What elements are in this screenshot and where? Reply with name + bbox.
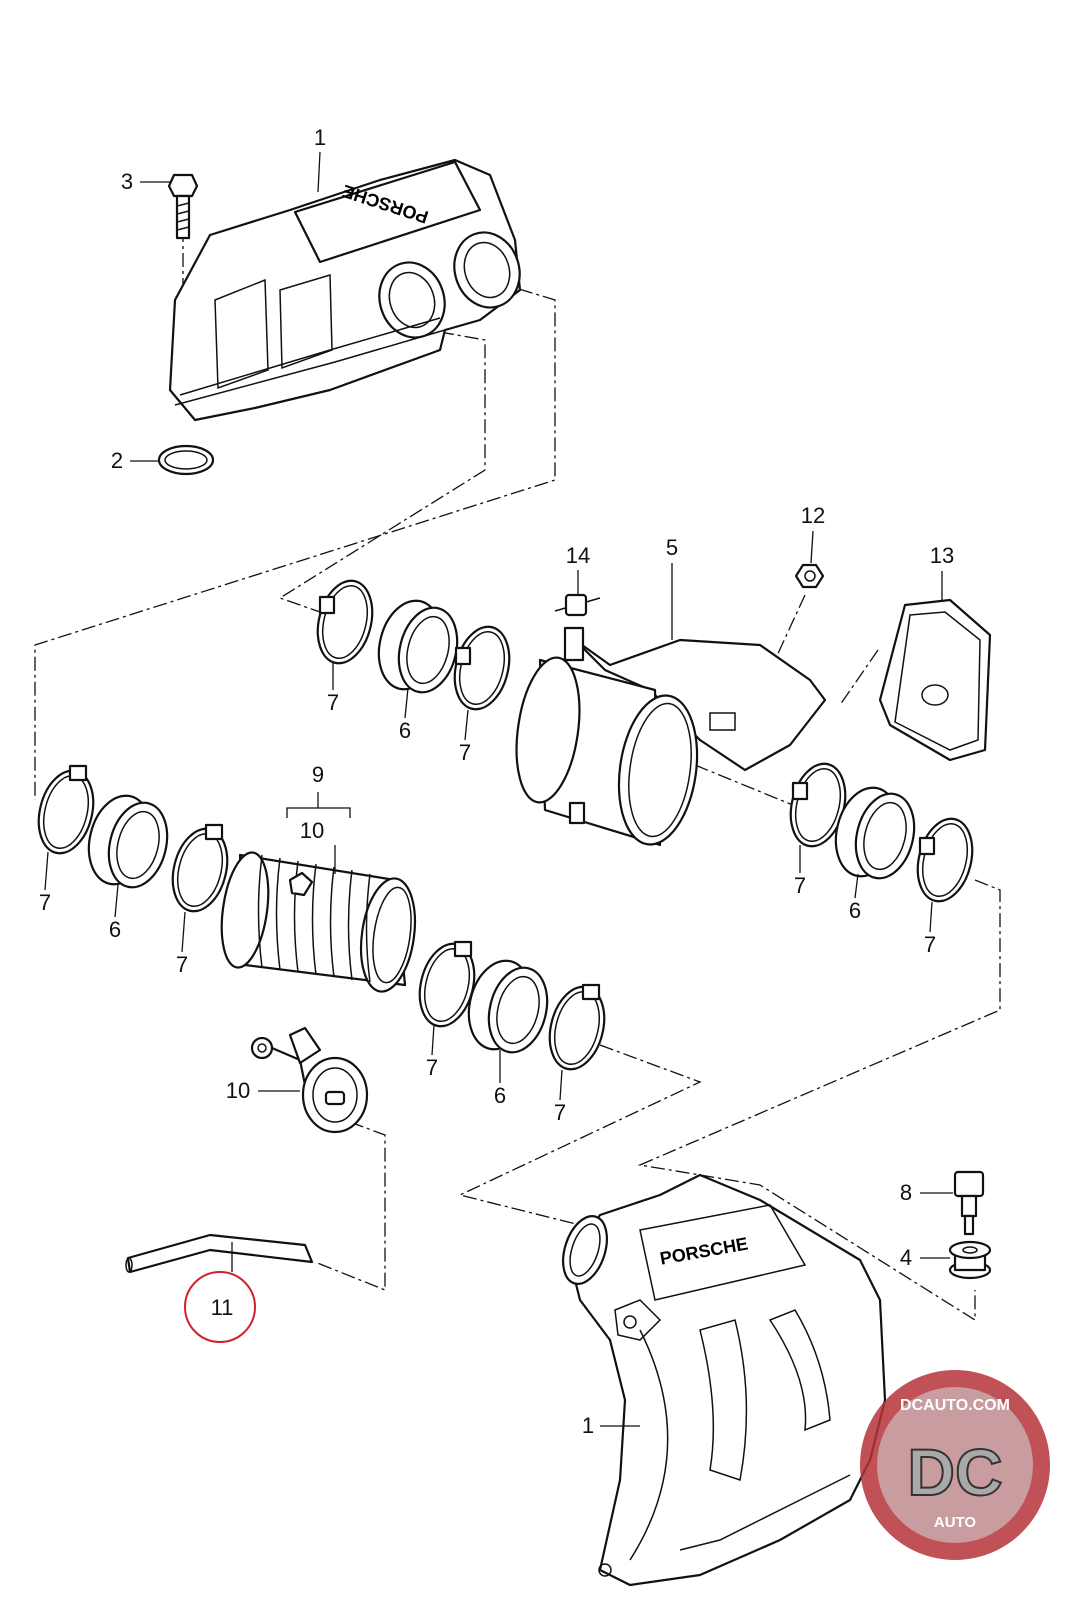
grommet bbox=[948, 1240, 992, 1280]
callout-7-f: 7 bbox=[176, 952, 188, 977]
sleeve-right bbox=[834, 786, 916, 880]
sleeve-upper bbox=[377, 599, 459, 694]
clamp-upper-right bbox=[453, 625, 511, 711]
upper-intake-manifold: PORSCHE bbox=[168, 158, 522, 422]
watermark-logo: DCAUTO.COM DC AUTO bbox=[860, 1370, 1050, 1560]
callout-6-c: 6 bbox=[109, 917, 121, 942]
clamp-left-a bbox=[37, 764, 95, 855]
clamp-upper-left bbox=[316, 579, 374, 665]
clamp-left-b bbox=[171, 823, 229, 913]
callout-7-d: 7 bbox=[924, 932, 936, 957]
clamp-right-b bbox=[916, 817, 974, 903]
callout-4: 4 bbox=[900, 1245, 912, 1270]
watermark-bottom-text: AUTO bbox=[934, 1514, 977, 1531]
sleeve-left bbox=[87, 794, 169, 889]
callout-7-g: 7 bbox=[426, 1055, 438, 1080]
clamp-middle-b bbox=[548, 983, 606, 1071]
callout-6-b: 6 bbox=[849, 898, 861, 923]
watermark-top-text: DCAUTO.COM bbox=[900, 1397, 1010, 1414]
callout-11: 11 bbox=[211, 1295, 234, 1320]
callout-2: 2 bbox=[111, 448, 123, 473]
vacuum-hose bbox=[125, 1233, 314, 1274]
callout-12: 12 bbox=[801, 503, 825, 528]
highlight-circle bbox=[184, 1271, 256, 1343]
callout-3: 3 bbox=[121, 169, 133, 194]
clamp-middle-a bbox=[418, 940, 476, 1028]
callout-5: 5 bbox=[666, 535, 678, 560]
bellows bbox=[220, 851, 417, 993]
callout-1-top: 1 bbox=[314, 125, 326, 150]
callout-7-e: 7 bbox=[39, 890, 51, 915]
callout-10-part: 10 bbox=[226, 1078, 250, 1103]
callout-6-d: 6 bbox=[494, 1083, 506, 1108]
callout-8: 8 bbox=[900, 1180, 912, 1205]
rubber-mount bbox=[554, 593, 601, 617]
callout-10-group: 10 bbox=[300, 818, 324, 843]
callout-7-b: 7 bbox=[459, 740, 471, 765]
callout-14: 14 bbox=[566, 543, 590, 568]
throttle-housing bbox=[515, 626, 827, 847]
nut bbox=[794, 563, 825, 589]
watermark-monogram: DC bbox=[907, 1435, 1002, 1509]
vacuum-actuator bbox=[250, 1026, 369, 1134]
lower-intake-manifold: PORSCHE bbox=[562, 1173, 887, 1587]
callout-1-bottom: 1 bbox=[582, 1413, 594, 1438]
callout-7-a: 7 bbox=[327, 690, 339, 715]
callout-7-h: 7 bbox=[554, 1100, 566, 1125]
assembly-lines bbox=[34, 228, 1001, 1322]
gasket bbox=[157, 444, 215, 476]
sleeve-middle bbox=[467, 959, 549, 1054]
throttle-actuator bbox=[878, 598, 992, 762]
callout-6-a: 6 bbox=[399, 718, 411, 743]
callout-13: 13 bbox=[930, 543, 954, 568]
sensor bbox=[953, 1170, 985, 1236]
callout-9: 9 bbox=[312, 762, 324, 787]
callout-7-c: 7 bbox=[794, 873, 806, 898]
bolt bbox=[167, 173, 199, 240]
